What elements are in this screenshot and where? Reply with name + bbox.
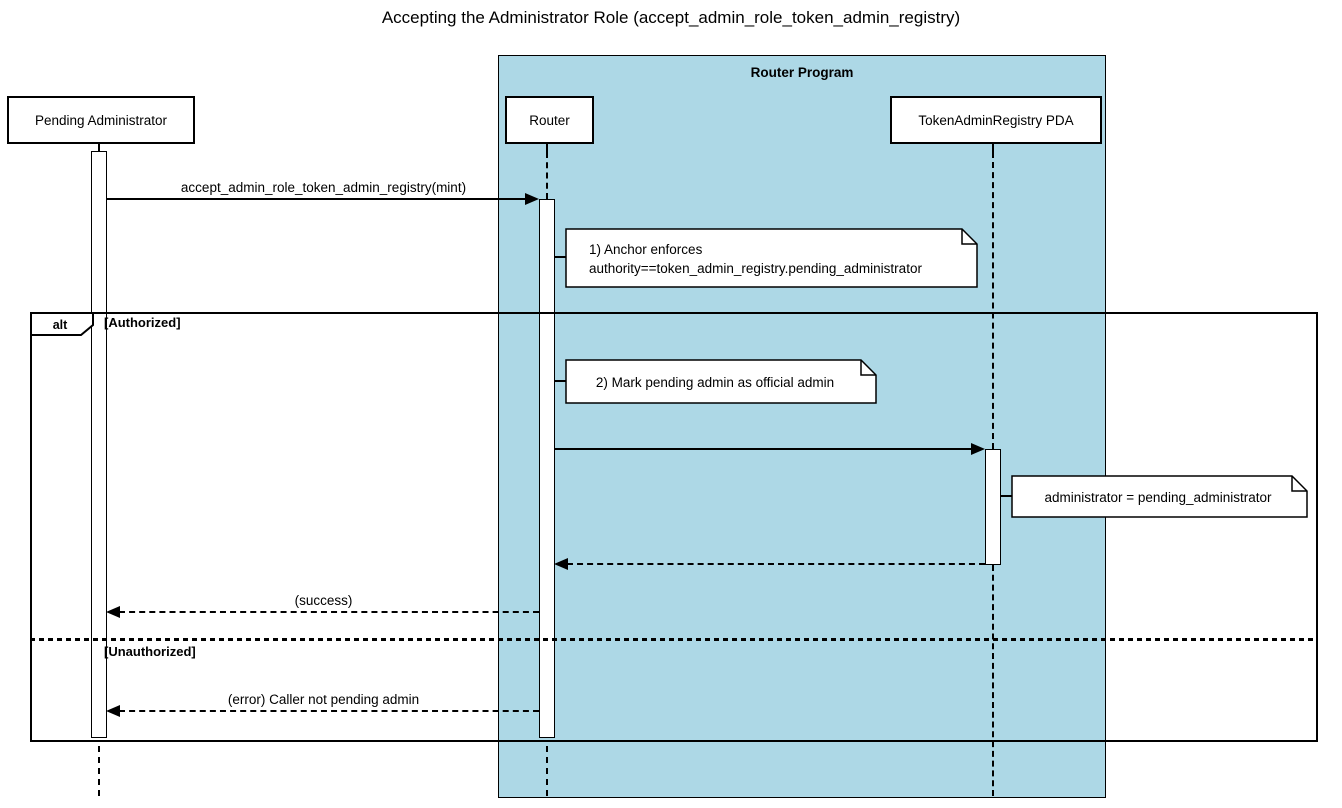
note-set-administrator: administrator = pending_administrator	[1011, 475, 1308, 518]
note-set-administrator-fold-icon	[1291, 476, 1307, 492]
arrow-success-return	[119, 611, 539, 613]
note-mark-admin-shape	[565, 359, 877, 404]
note-mark-admin: 2) Mark pending admin as official admin	[565, 359, 877, 404]
guard-unauthorized: [Unauthorized]	[104, 644, 196, 659]
arrowhead-error-return-icon	[106, 705, 120, 717]
lifeline-router-bottom	[546, 746, 548, 796]
arrow-router-to-pda	[554, 448, 972, 450]
arrowhead-accept-call-icon	[525, 193, 539, 205]
lifeline-router-top	[546, 152, 548, 199]
note-set-administrator-connector	[1000, 495, 1012, 497]
participant-token-admin-registry-pda-label: TokenAdminRegistry PDA	[918, 112, 1074, 128]
alt-else-divider	[30, 638, 1316, 641]
alt-operator-label: alt	[53, 318, 68, 332]
lifeline-pda-bottom	[992, 565, 994, 796]
activation-pda	[985, 449, 1001, 565]
lifeline-pending-admin-stub	[98, 143, 100, 152]
message-accept-call-label: accept_admin_role_token_admin_registry(m…	[180, 180, 467, 195]
participant-pending-administrator-label: Pending Administrator	[34, 112, 168, 128]
participant-pending-administrator: Pending Administrator	[7, 96, 195, 144]
lifeline-pda-top	[992, 152, 994, 449]
arrow-accept-call	[107, 198, 527, 200]
note-anchor-enforces-fold-icon	[961, 229, 977, 245]
arrow-pda-return	[567, 563, 985, 565]
note-set-administrator-text: administrator = pending_administrator	[1045, 490, 1272, 505]
note-set-administrator-shape	[1011, 475, 1308, 518]
arrowhead-success-return-icon	[106, 606, 120, 618]
participant-token-admin-registry-pda: TokenAdminRegistry PDA	[890, 96, 1102, 144]
diagram-title: Accepting the Administrator Role (accept…	[381, 8, 961, 27]
arrowhead-pda-return-icon	[554, 558, 568, 570]
activation-pending-admin	[91, 151, 107, 738]
note-anchor-enforces-shape	[565, 228, 978, 288]
lifeline-pda-stub	[992, 144, 994, 152]
participant-router: Router	[505, 96, 594, 144]
arrow-error-return	[119, 710, 539, 712]
activation-router	[539, 199, 555, 738]
lifeline-router-stub	[546, 144, 548, 152]
note-anchor-enforces-line2: authority==token_admin_registry.pending_…	[589, 261, 922, 276]
lifeline-pending-admin-bottom	[98, 746, 100, 796]
alt-operator-pentagon: alt	[30, 312, 94, 336]
note-anchor-enforces-connector	[554, 256, 566, 258]
note-mark-admin-text: 2) Mark pending admin as official admin	[596, 375, 834, 390]
message-error-label: (error) Caller not pending admin	[227, 692, 420, 707]
router-program-box: Router Program	[498, 55, 1106, 798]
guard-authorized: [Authorized]	[104, 315, 181, 330]
participant-router-label: Router	[529, 112, 570, 128]
note-anchor-enforces: 1) Anchor enforces authority==token_admi…	[565, 228, 978, 288]
note-mark-admin-fold-icon	[860, 360, 876, 376]
alt-pentagon-shape	[30, 312, 94, 336]
router-program-label: Router Program	[750, 65, 854, 80]
note-mark-admin-connector	[554, 380, 566, 382]
alt-frame	[30, 312, 1318, 742]
message-success-label: (success)	[294, 593, 353, 608]
note-anchor-enforces-line1: 1) Anchor enforces	[589, 242, 703, 257]
arrowhead-router-to-pda-icon	[971, 443, 985, 455]
